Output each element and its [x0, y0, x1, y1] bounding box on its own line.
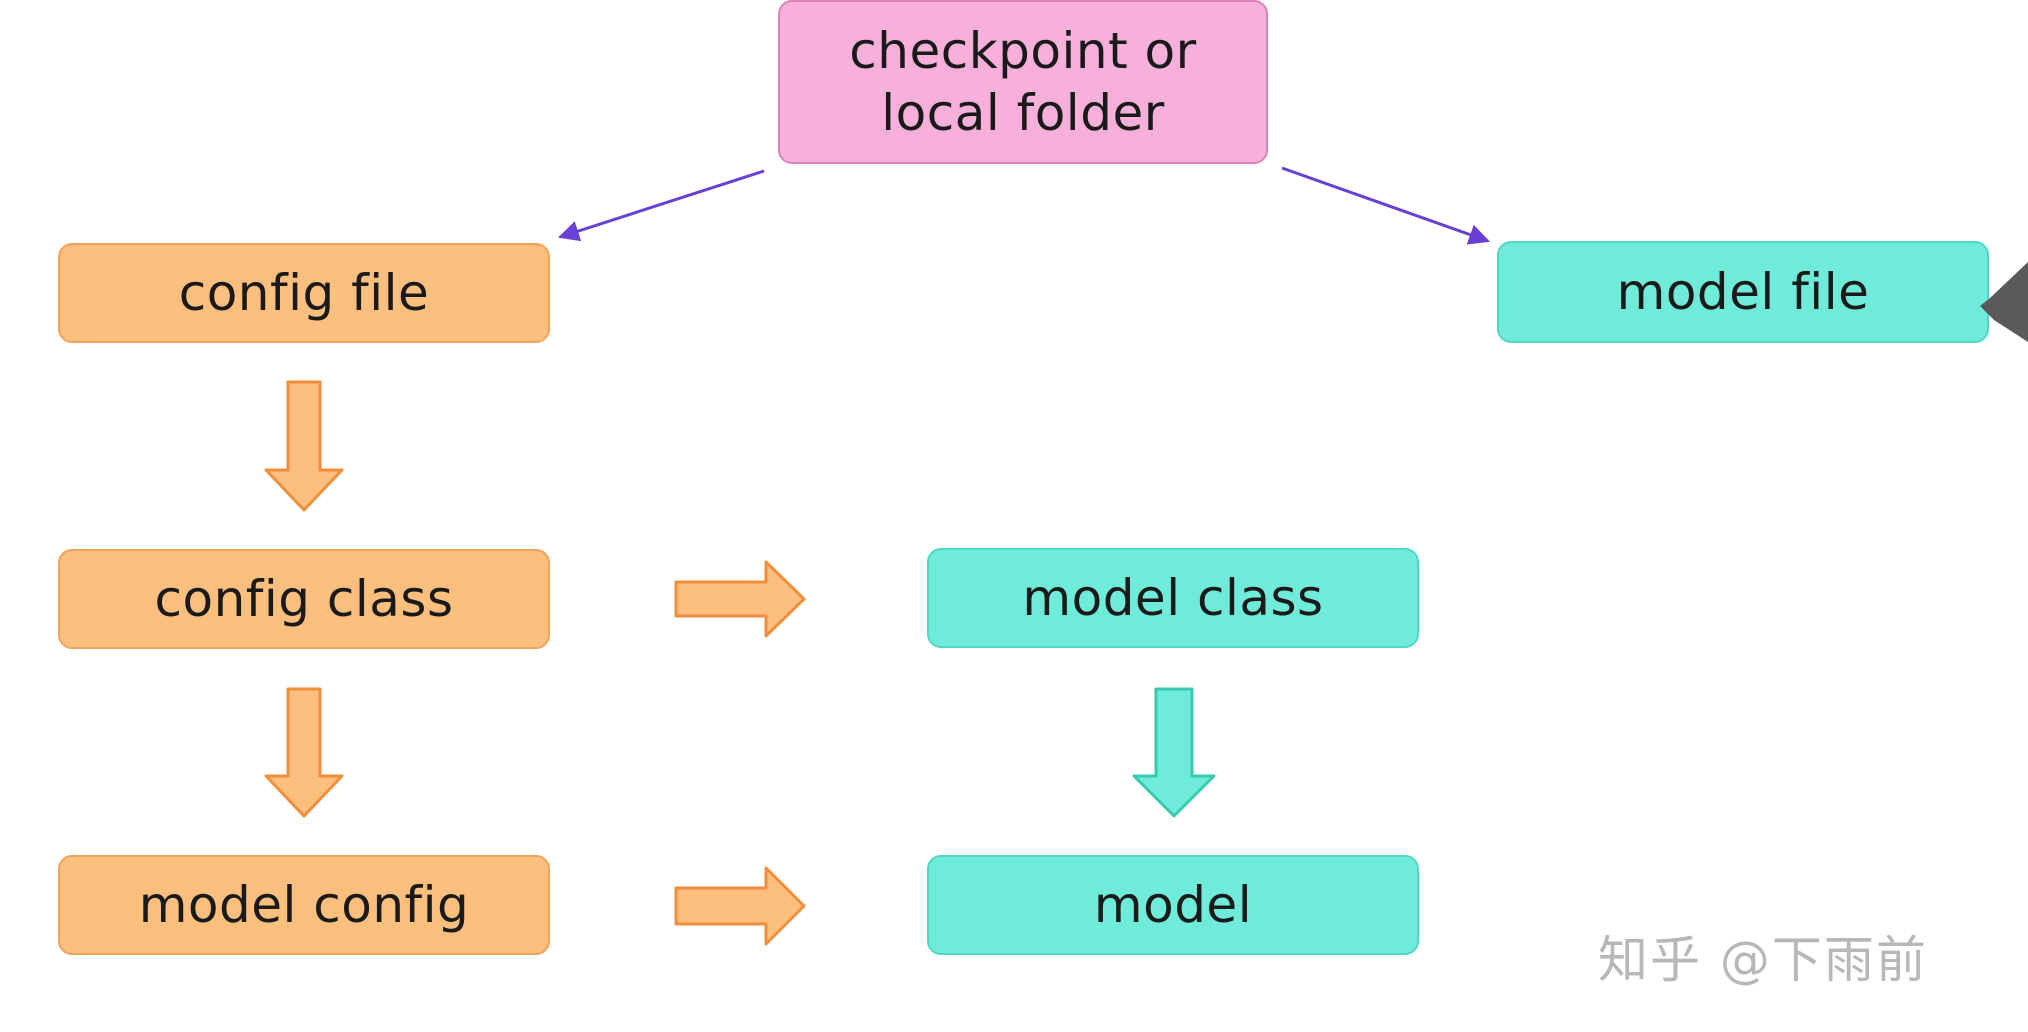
node-config-class: config class	[58, 549, 550, 649]
arrow-config-class-to-model-config	[264, 687, 344, 818]
watermark-text: 知乎 @下雨前	[1598, 931, 1928, 989]
node-config-class-label: config class	[154, 569, 454, 628]
node-checkpoint-line2: local folder	[881, 84, 1165, 142]
arrow-config-class-to-model-class	[674, 560, 806, 638]
node-model-file-label: model file	[1616, 262, 1870, 321]
node-model-file: model file	[1497, 241, 1989, 343]
node-checkpoint-or-local-folder: checkpoint or local folder	[778, 0, 1268, 164]
arrow-checkpoint-to-model-file	[1281, 166, 1490, 245]
arrow-config-file-to-config-class	[264, 380, 344, 512]
node-model-class-label: model class	[1022, 568, 1324, 627]
pointer-cursor-icon	[1980, 262, 2028, 342]
node-model-class: model class	[927, 548, 1419, 648]
arrow-model-class-to-model	[1132, 687, 1216, 818]
node-model-config-label: model config	[138, 875, 470, 934]
node-model: model	[927, 855, 1419, 955]
arrow-model-config-to-model	[674, 866, 806, 946]
node-checkpoint-line1: checkpoint or	[849, 21, 1197, 80]
node-model-config: model config	[58, 855, 550, 955]
node-config-file-label: config file	[178, 263, 430, 322]
node-config-file: config file	[58, 243, 550, 343]
node-model-label: model	[1093, 875, 1253, 934]
arrow-checkpoint-to-config-file	[558, 169, 765, 242]
